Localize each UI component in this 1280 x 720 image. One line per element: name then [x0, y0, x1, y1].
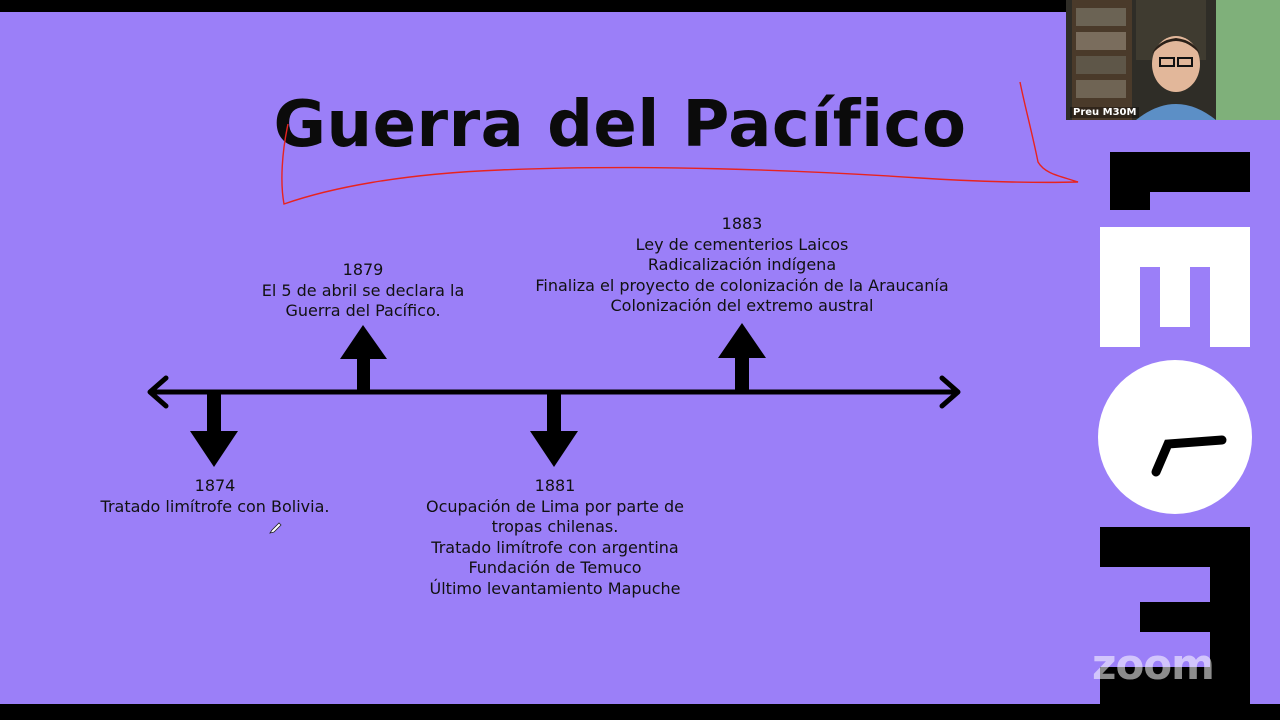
red-annotation-underline	[281, 81, 1079, 205]
event-1883: 1883 Ley de cementerios Laicos Radicaliz…	[492, 214, 992, 317]
event-line: Ley de cementerios Laicos	[635, 234, 849, 254]
event-line: Radicalización indígena	[647, 255, 837, 275]
event-line: tropas chilenas.	[491, 517, 619, 537]
event-line: Ocupación de Lima por parte de	[425, 496, 685, 516]
event-line: Finaliza el proyecto de colonización de …	[535, 275, 949, 295]
event-line: Tratado limítrofe con argentina	[431, 537, 679, 557]
event-1879: 1879 El 5 de abril se declara la Guerra …	[213, 260, 513, 322]
event-line: Fundación de Temuco	[468, 558, 642, 578]
event-line: Último levantamiento Mapuche	[429, 578, 681, 598]
event-line: Guerra del Pacífico.	[285, 301, 441, 321]
event-line: Tratado limítrofe con Bolivia.	[100, 496, 330, 516]
participant-name: Preu M30M	[1070, 107, 1140, 118]
pencil-cursor-icon	[269, 522, 282, 534]
brand-logo	[1098, 152, 1252, 704]
participant-video-tile[interactable]: Preu M30M	[1066, 0, 1280, 120]
event-1874: 1874 Tratado limítrofe con Bolivia.	[65, 476, 365, 517]
zoom-watermark: zoom	[1092, 640, 1215, 689]
event-1881: 1881 Ocupación de Lima por parte de trop…	[380, 476, 730, 600]
arrow-up-1883	[718, 323, 766, 392]
presentation-slide: Guerra del Pacífico 1879 El 5 de abril s…	[0, 12, 1280, 704]
event-year: 1881	[534, 476, 576, 495]
event-year: 1879	[342, 260, 384, 279]
timeline-left-arrowhead	[147, 375, 169, 409]
event-year: 1874	[194, 476, 236, 495]
event-line: Colonización del extremo austral	[610, 296, 874, 316]
event-year: 1883	[721, 214, 763, 233]
timeline-right-arrowhead	[939, 375, 961, 409]
slide-title: Guerra del Pacífico	[273, 88, 967, 162]
arrow-up-1879	[340, 325, 387, 392]
event-line: El 5 de abril se declara la	[261, 280, 465, 300]
timeline-graphic	[147, 81, 1079, 534]
arrow-down-1874	[190, 392, 238, 467]
webcam-feed	[1066, 0, 1280, 120]
arrow-down-1881	[530, 392, 578, 467]
